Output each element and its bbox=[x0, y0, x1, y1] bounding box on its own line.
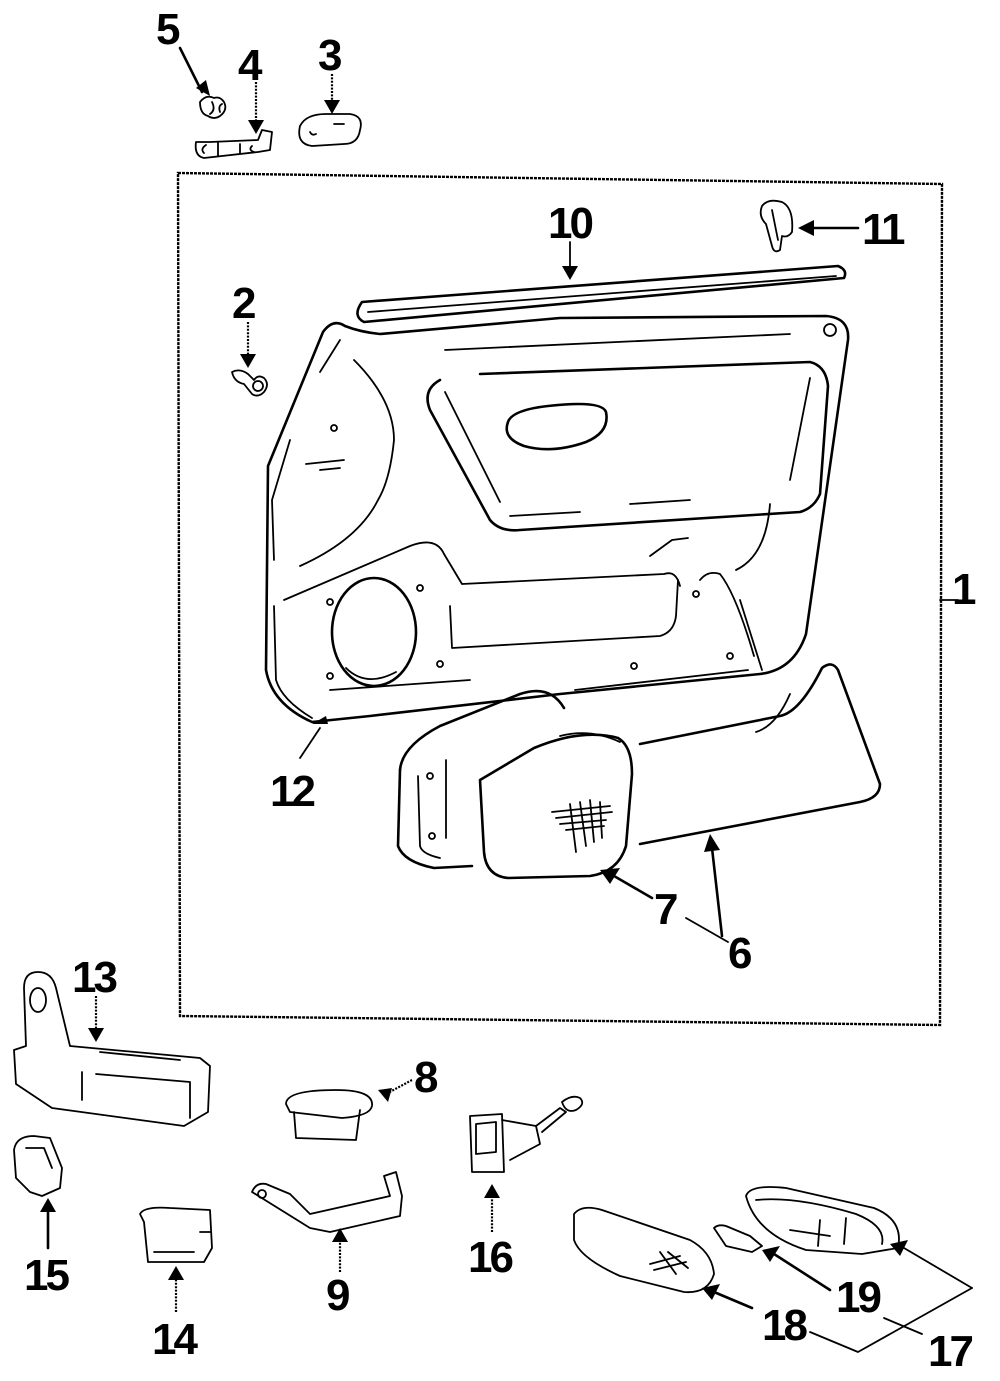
callout-label-9: 9 bbox=[326, 1271, 349, 1320]
callout-arrow-15 bbox=[40, 1198, 56, 1250]
callout-arrow-7 bbox=[600, 868, 654, 900]
callout-arrow-11 bbox=[798, 220, 860, 236]
callout-label-1: 1 bbox=[952, 565, 976, 614]
callout-label-6: 6 bbox=[728, 929, 751, 978]
part-9-bracket bbox=[251, 1171, 403, 1233]
part-15-switch bbox=[13, 1135, 63, 1197]
callout-label-12: 12 bbox=[270, 767, 314, 816]
callout-label-15: 15 bbox=[24, 1251, 69, 1300]
callout-arrow-18 bbox=[702, 1284, 754, 1310]
part-4-bracket bbox=[194, 129, 273, 159]
callout-arrow-19 bbox=[762, 1246, 832, 1292]
callout-arrow-2 bbox=[240, 322, 256, 368]
part-2-clip bbox=[231, 369, 268, 397]
part-3-cover bbox=[298, 113, 362, 147]
callout-label-17: 17 bbox=[928, 1327, 972, 1376]
callout-arrow-16 bbox=[484, 1184, 500, 1232]
callout-label-16: 16 bbox=[468, 1233, 512, 1282]
part-1-door-trim-panel bbox=[264, 314, 850, 724]
assembly-box bbox=[176, 171, 959, 1027]
part-5-screw bbox=[199, 95, 227, 119]
callout-label-10: 10 bbox=[548, 199, 592, 248]
callout-label-19: 19 bbox=[836, 1273, 880, 1322]
part-17-handle-assembly bbox=[745, 1186, 900, 1255]
callout-arrow-8 bbox=[378, 1079, 413, 1102]
callout-label-13: 13 bbox=[72, 953, 116, 1002]
callout-arrow-5 bbox=[178, 46, 210, 96]
part-10-weatherstrip bbox=[356, 264, 847, 324]
callout-arrow-4 bbox=[248, 82, 264, 134]
part-13-switch-bezel bbox=[13, 971, 211, 1127]
callout-arrow-12 bbox=[299, 716, 328, 759]
part-18-handle-cover bbox=[573, 1206, 715, 1294]
part-6-armrest bbox=[396, 663, 882, 870]
callout-label-18: 18 bbox=[762, 1301, 807, 1350]
callout-arrow-9 bbox=[332, 1228, 348, 1272]
callout-label-5: 5 bbox=[156, 5, 180, 54]
callout-label-11: 11 bbox=[862, 205, 905, 254]
callout-label-2: 2 bbox=[232, 279, 255, 328]
part-11-clip bbox=[759, 199, 794, 253]
callout-arrow-6 bbox=[685, 834, 729, 943]
callout-label-14: 14 bbox=[152, 1315, 198, 1364]
callout-label-8: 8 bbox=[414, 1053, 438, 1102]
part-7-armrest-pad bbox=[478, 732, 634, 880]
callout-arrow-3 bbox=[324, 74, 340, 114]
part-8-cup-bezel bbox=[285, 1089, 373, 1141]
callout-arrow-10 bbox=[562, 241, 578, 280]
part-16-courtesy-lamp bbox=[469, 1095, 584, 1173]
callout-label-7: 7 bbox=[654, 885, 677, 934]
part-19-insert bbox=[713, 1224, 763, 1253]
callout-arrow-17 bbox=[809, 1240, 973, 1353]
callout-arrow-14 bbox=[168, 1266, 184, 1312]
callout-label-4: 4 bbox=[238, 41, 263, 90]
callout-arrow-13 bbox=[88, 996, 104, 1042]
callout-label-3: 3 bbox=[318, 31, 341, 80]
part-14-switch bbox=[139, 1206, 213, 1263]
